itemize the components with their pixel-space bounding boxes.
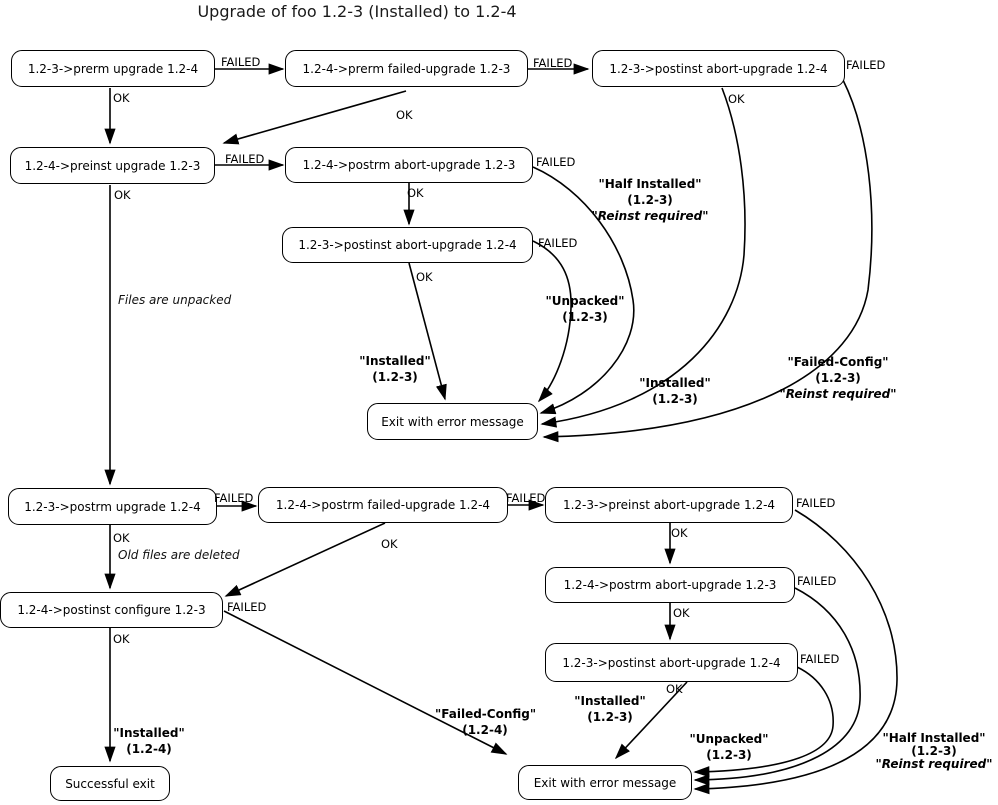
edge-label-failed: FAILED [796, 496, 836, 510]
edge-label-ok: OK [407, 186, 424, 200]
edge-label-ok: OK [381, 537, 398, 551]
edge-label-failed: FAILED [225, 152, 265, 166]
edge-label-failed: FAILED [538, 236, 578, 250]
state-label-half-installed-lower: "Half Installed" (1.2-3) "Reinst require… [869, 732, 998, 771]
edge-label-ok: OK [113, 531, 130, 545]
state-label-installed-success: "Installed" (1.2-4) [99, 725, 199, 757]
edge-label-ok: OK [114, 188, 131, 202]
state-version: (1.2-3) [911, 744, 957, 758]
state-name: "Unpacked" [545, 294, 625, 308]
edge-label-failed: FAILED [800, 652, 840, 666]
edge-label-ok: OK [396, 108, 413, 122]
state-version: (1.2-3) [706, 748, 752, 762]
node-postinst-configure: 1.2-4->postinst configure 1.2-3 [0, 592, 223, 628]
state-label-failed-config-lower: "Failed-Config" (1.2-4) [435, 706, 537, 738]
node-preinst-abort-upgrade: 1.2-3->preinst abort-upgrade 1.2-4 [545, 487, 793, 523]
edge-postrm-failed-upgrade-ok [224, 522, 386, 597]
edge-postrm-abort-mid-failed [532, 166, 635, 415]
node-postrm-failed-upgrade: 1.2-4->postrm failed-upgrade 1.2-4 [258, 487, 508, 523]
node-exit-error-upper: Exit with error message [367, 403, 538, 440]
edge-label-failed: FAILED [533, 56, 573, 70]
state-label-half-installed-upper: "Half Installed" (1.2-3) "Reinst require… [565, 176, 735, 224]
edge-label-failed: FAILED [506, 491, 546, 505]
state-name: "Failed-Config" [435, 707, 537, 721]
edge-postinst-configure-failed [223, 610, 508, 755]
edge-postinst-abort-bottom-failed [693, 666, 834, 778]
node-postinst-abort-upgrade-top: 1.2-3->postinst abort-upgrade 1.2-4 [592, 50, 845, 87]
edge-postinst-abort-mid-failed [532, 240, 572, 403]
edge-postinst-abort-bottom-ok [614, 681, 688, 760]
node-postinst-abort-upgrade-bottom: 1.2-3->postinst abort-upgrade 1.2-4 [545, 643, 798, 682]
state-name: "Installed" [359, 354, 431, 368]
edge-label-failed: FAILED [221, 55, 261, 69]
node-postrm-upgrade: 1.2-3->postrm upgrade 1.2-4 [8, 488, 217, 525]
node-postrm-abort-upgrade-mid: 1.2-4->postrm abort-upgrade 1.2-3 [285, 147, 533, 183]
edge-label-failed: FAILED [227, 600, 267, 614]
node-successful-exit: Successful exit [50, 766, 170, 801]
edge-label-ok: OK [113, 632, 130, 646]
edge-label-ok: OK [671, 526, 688, 540]
state-name: "Installed" [574, 694, 646, 708]
state-label-unpacked-upper: "Unpacked" (1.2-3) [535, 293, 635, 325]
node-postrm-abort-upgrade-bottom: 1.2-4->postrm abort-upgrade 1.2-3 [545, 567, 795, 603]
edge-label-failed: FAILED [536, 155, 576, 169]
state-label-installed-lower: "Installed" (1.2-3) [560, 693, 660, 725]
annotation-old-files-deleted: Old files are deleted [118, 548, 240, 562]
state-name: "Installed" [639, 376, 711, 390]
state-version: (1.2-3) [815, 371, 861, 385]
state-version: (1.2-3) [372, 370, 418, 384]
node-prerm-failed-upgrade: 1.2-4->prerm failed-upgrade 1.2-3 [285, 50, 528, 87]
state-label-failed-config-upper: "Failed-Config" (1.2-3) "Reinst required… [772, 354, 904, 402]
edge-postinst-abort-top-ok [540, 87, 746, 428]
state-version: (1.2-3) [652, 392, 698, 406]
edge-label-ok: OK [673, 606, 690, 620]
state-label-installed-upper-left: "Installed" (1.2-3) [345, 353, 445, 385]
edge-label-ok: OK [113, 91, 130, 105]
state-extra: "Reinst required" [779, 387, 897, 401]
state-version: (1.2-3) [562, 310, 608, 324]
node-postinst-abort-upgrade-mid: 1.2-3->postinst abort-upgrade 1.2-4 [282, 227, 533, 263]
edge-label-ok: OK [728, 92, 745, 106]
node-preinst-upgrade: 1.2-4->preinst upgrade 1.2-3 [10, 147, 215, 184]
state-name: "Installed" [113, 726, 185, 740]
node-exit-error-lower: Exit with error message [518, 765, 692, 800]
edge-postinst-abort-mid-ok [408, 262, 447, 401]
diagram-title: Upgrade of foo 1.2-3 (Installed) to 1.2-… [197, 2, 517, 21]
state-label-installed-upper-right: "Installed" (1.2-3) [625, 375, 725, 407]
edge-prerm-failed-upgrade-ok [222, 90, 407, 145]
edge-label-ok: OK [416, 270, 433, 284]
edge-label-failed: FAILED [846, 58, 886, 72]
edge-preinst-abort-failed [693, 509, 898, 795]
state-version: (1.2-3) [627, 193, 673, 207]
state-name: "Half Installed" [882, 731, 986, 745]
state-version: (1.2-4) [126, 742, 172, 756]
state-version: (1.2-3) [587, 710, 633, 724]
edge-postinst-abort-top-failed [542, 79, 873, 443]
annotation-files-unpacked: Files are unpacked [118, 293, 232, 307]
state-name: "Failed-Config" [787, 355, 889, 369]
edge-label-failed: FAILED [214, 491, 254, 505]
node-prerm-upgrade: 1.2-3->prerm upgrade 1.2-4 [11, 50, 215, 87]
state-name: "Unpacked" [689, 732, 769, 746]
state-extra: "Reinst required" [591, 209, 709, 223]
edge-postrm-abort-bottom-failed [693, 587, 861, 786]
state-extra: "Reinst required" [875, 757, 993, 771]
state-label-unpacked-lower: "Unpacked" (1.2-3) [679, 731, 779, 763]
state-name: "Half Installed" [598, 177, 702, 191]
edge-label-ok: OK [666, 682, 683, 696]
state-version: (1.2-4) [462, 723, 508, 737]
edge-label-failed: FAILED [797, 574, 837, 588]
